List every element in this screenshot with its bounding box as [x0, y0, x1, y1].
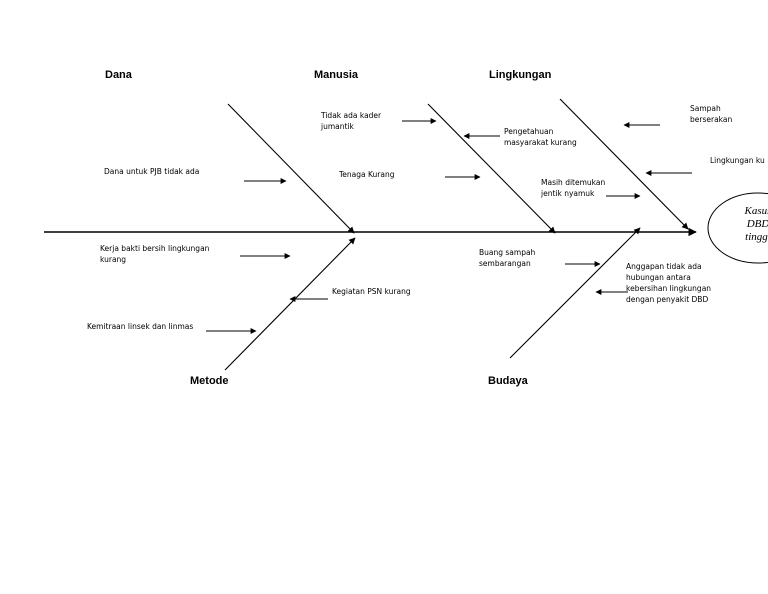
cause-anggapan-dbd: Anggapan tidak ada hubungan antara keber…: [626, 262, 712, 304]
category-lingkungan: Lingkungan: [489, 69, 552, 81]
category-manusia: Manusia: [314, 69, 359, 81]
category-budaya: Budaya: [488, 375, 528, 387]
cause-kader-jumantik: Tidak ada kader jumantik: [321, 111, 382, 131]
effect-head: [707, 192, 768, 264]
bone-budaya: [509, 227, 641, 359]
effect-label: Kasus DBD tinggi: [744, 205, 768, 243]
bone-lingkungan: [559, 98, 689, 230]
cause-sampah-berserakan: Sampah berserakan: [690, 104, 733, 124]
cause-tenaga-kurang: Tenaga Kurang: [339, 170, 395, 179]
cause-kerja-bakti: Kerja bakti bersih lingkungan kurang: [100, 244, 210, 264]
cause-buang-sampah: Buang sampah sembarangan: [479, 248, 536, 268]
cause-jentik-nyamuk: Masih ditemukan jentik nyamuk: [541, 178, 606, 198]
cause-dana-untuk-pjb: Dana untuk PJB tidak ada: [104, 167, 200, 176]
category-metode: Metode: [190, 375, 229, 387]
bone-manusia: [427, 103, 556, 234]
category-dana: Dana: [105, 69, 132, 81]
cause-lingkungan-kurang: Lingkungan ku: [710, 156, 765, 165]
bone-metode: [224, 237, 356, 371]
bone-dana: [227, 103, 355, 234]
cause-kemitraan-linsek: Kemitraan linsek dan linmas: [87, 322, 194, 331]
cause-pengetahuan-masyarakat: Pengetahuan masyarakat kurang: [504, 127, 577, 147]
cause-kegiatan-psn: Kegiatan PSN kurang: [332, 287, 411, 296]
